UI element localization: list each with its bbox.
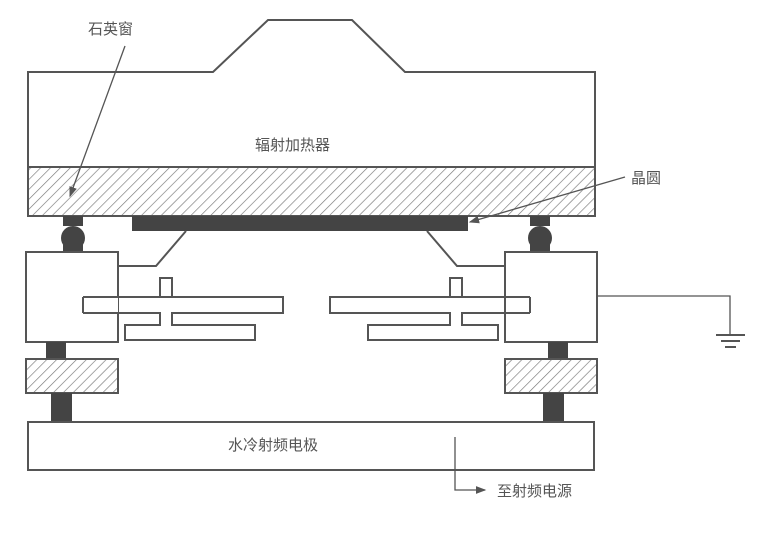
quartz-window — [27, 166, 596, 217]
insulator-right — [504, 358, 598, 394]
wafer-label: 晶圆 — [631, 169, 661, 187]
rf-feed-arrow — [454, 437, 487, 494]
rf-electrode — [27, 421, 595, 471]
ground-icon — [597, 295, 745, 348]
post-left-lower — [51, 393, 72, 422]
radiant-heater-label: 辐射加热器 — [255, 136, 330, 154]
post-right-lower — [543, 393, 564, 422]
o-ring-right — [528, 216, 552, 252]
rf-electrode-label: 水冷射频电极 — [228, 436, 318, 454]
post-left-upper — [46, 342, 66, 359]
lower-plate-left — [124, 324, 256, 341]
support-arm-left — [118, 230, 187, 267]
lower-plate-right — [367, 324, 499, 341]
o-ring-left — [61, 216, 85, 252]
upper-plate-left-inner — [83, 297, 118, 313]
upper-plate-right — [329, 296, 531, 314]
support-arm-right — [426, 230, 505, 267]
post-right-upper — [548, 342, 568, 359]
quartz-window-label: 石英窗 — [88, 20, 133, 38]
wafer-arrow — [468, 176, 626, 224]
insulator-left — [25, 358, 119, 394]
wafer — [132, 216, 468, 231]
rf-power-label: 至射频电源 — [497, 482, 572, 500]
quartz-window-arrow — [69, 45, 126, 198]
